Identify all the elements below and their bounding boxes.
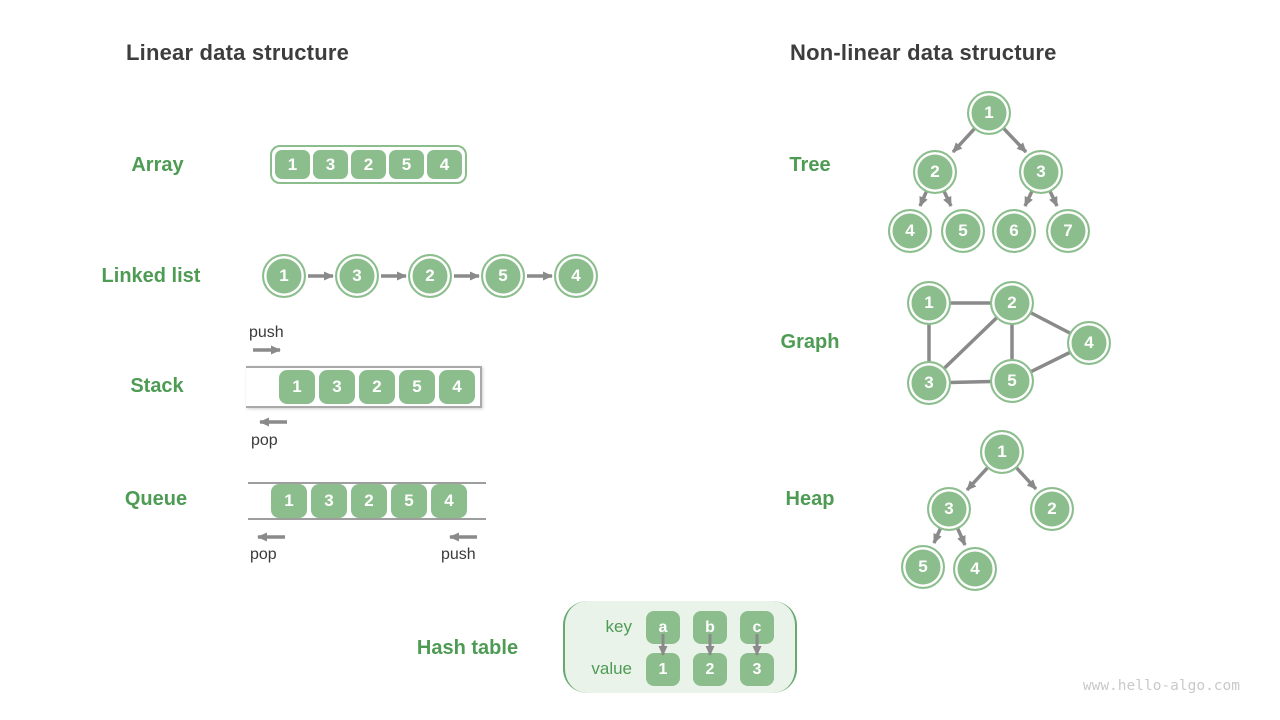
- linked-list-label: Linked list: [101, 265, 201, 287]
- tree-node: 7: [1046, 209, 1090, 253]
- hash-value-cell: 3: [740, 653, 774, 686]
- queue-cell: 1: [271, 484, 307, 518]
- linked-list-node: 3: [335, 254, 379, 298]
- array-cell: 3: [313, 150, 348, 179]
- array-cell: 5: [389, 150, 424, 179]
- array-cell: 1: [275, 150, 310, 179]
- watermark: www.hello-algo.com: [1082, 678, 1240, 694]
- queue-cell: 3: [311, 484, 347, 518]
- stack-cell: 2: [359, 370, 395, 404]
- hash-value-cell: 2: [693, 653, 727, 686]
- array-label: Array: [131, 154, 184, 176]
- heap-label: Heap: [785, 488, 835, 510]
- hash-key-header: key: [605, 617, 632, 636]
- heap-node: 5: [901, 545, 945, 589]
- graph-node: 4: [1067, 321, 1111, 365]
- nonlinear-heading: Non-linear data structure: [790, 40, 1057, 65]
- graph-node: 2: [990, 281, 1034, 325]
- linked-list-node: 1: [262, 254, 306, 298]
- graph-node: 1: [907, 281, 951, 325]
- stack-push-label: push: [249, 324, 284, 341]
- queue-push-label: push: [441, 546, 476, 563]
- tree-label: Tree: [789, 154, 831, 176]
- linked-list-node: 5: [481, 254, 525, 298]
- stack-container: 1 3 2 5 4: [246, 366, 482, 408]
- queue-cell: 2: [351, 484, 387, 518]
- graph-label: Graph: [780, 331, 840, 353]
- hash-arrows: [658, 634, 762, 656]
- linked-list-node: 4: [554, 254, 598, 298]
- stack-op-arrows: [253, 345, 287, 427]
- tree-node: 5: [941, 209, 985, 253]
- stack-cell: 1: [279, 370, 315, 404]
- heap-node: 1: [980, 430, 1024, 474]
- heap-node: 4: [953, 547, 997, 591]
- tree-node: 1: [967, 91, 1011, 135]
- linear-heading: Linear data structure: [126, 40, 350, 65]
- queue-container: 1 3 2 5 4: [248, 482, 486, 520]
- stack-cell: 5: [399, 370, 435, 404]
- stack-cell: 4: [439, 370, 475, 404]
- tree-node: 4: [888, 209, 932, 253]
- linked-list-node: 2: [408, 254, 452, 298]
- heap-node: 3: [927, 487, 971, 531]
- heap-node: 2: [1030, 487, 1074, 531]
- hash-table-label: Hash table: [416, 637, 519, 659]
- hash-value-header: value: [591, 659, 632, 678]
- graph-node: 5: [990, 359, 1034, 403]
- array-container: 1 3 2 5 4: [270, 145, 467, 184]
- stack-label: Stack: [130, 375, 184, 397]
- queue-label: Queue: [124, 488, 188, 510]
- array-cell: 4: [427, 150, 462, 179]
- queue-pop-label: pop: [250, 546, 277, 563]
- hash-value-cell: 1: [646, 653, 680, 686]
- queue-cell: 5: [391, 484, 427, 518]
- tree-node: 6: [992, 209, 1036, 253]
- tree-node: 3: [1019, 150, 1063, 194]
- graph-node: 3: [907, 361, 951, 405]
- stack-pop-label: pop: [251, 432, 278, 449]
- stack-cell: 3: [319, 370, 355, 404]
- queue-cell: 4: [431, 484, 467, 518]
- array-cell: 2: [351, 150, 386, 179]
- tree-node: 2: [913, 150, 957, 194]
